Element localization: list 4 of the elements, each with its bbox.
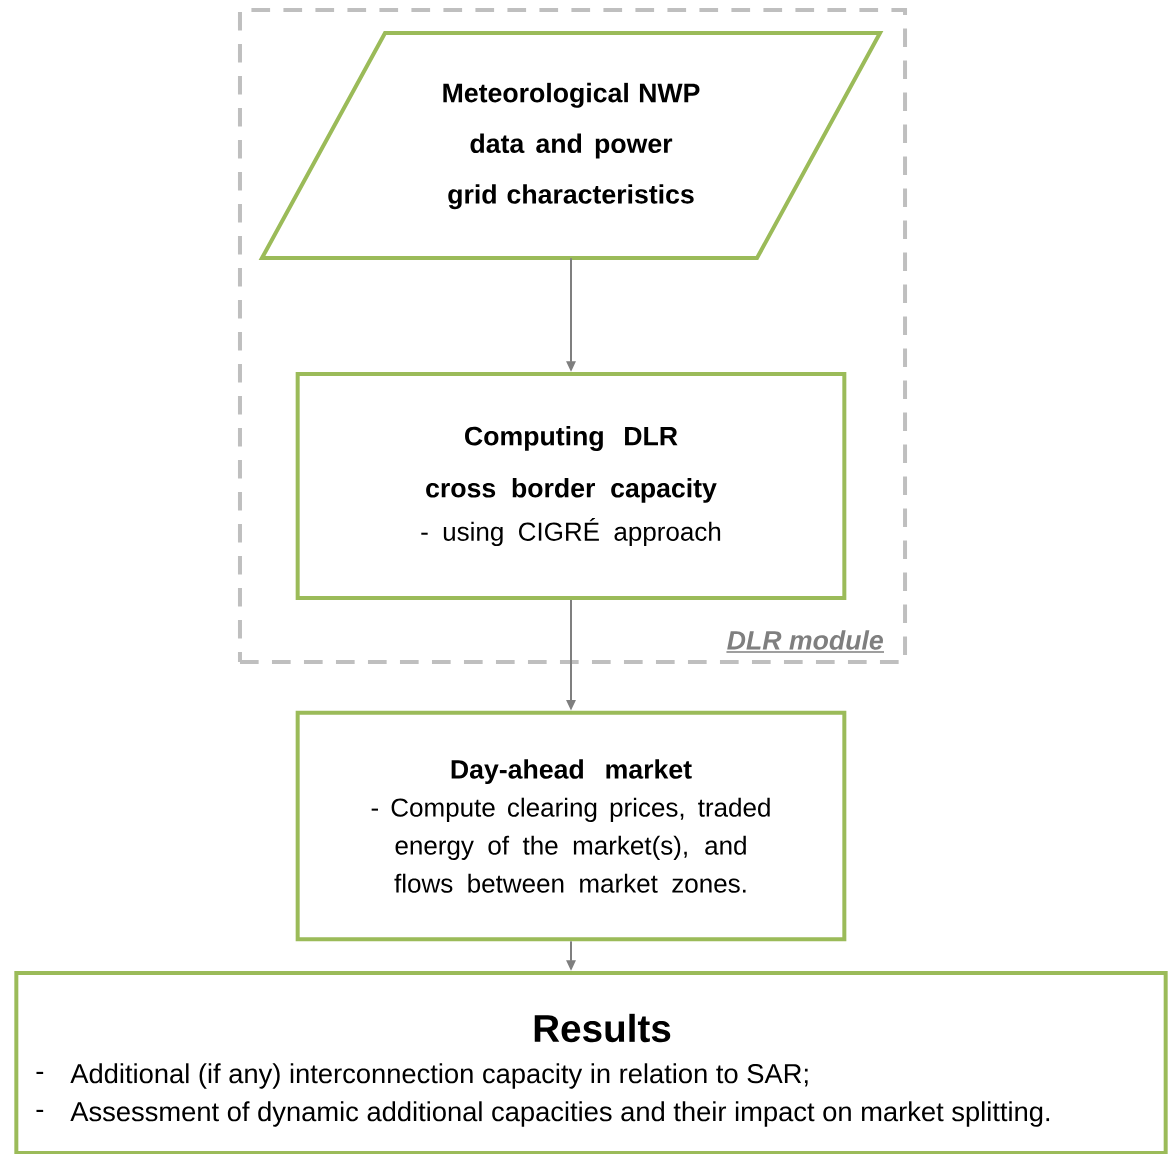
bullet-dash: -: [36, 1109, 44, 1112]
bullet-dash: -: [36, 1071, 44, 1074]
process-box: Computing DLR cross border capacity - using CIGRÉ approach: [295, 372, 847, 600]
process-box: Day-ahead market - Compute clearing prices, traded energy of the market(s), and flows between market zones.: [295, 710, 847, 942]
